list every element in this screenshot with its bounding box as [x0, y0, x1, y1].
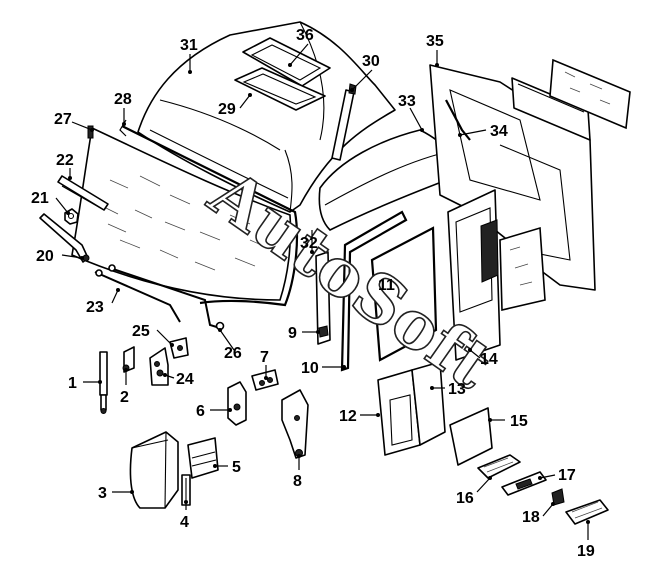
step-tread-lower[interactable]: [565, 499, 609, 525]
step-panel[interactable]: [449, 407, 493, 466]
callout-24[interactable]: 24: [176, 371, 194, 388]
rear-window-glass[interactable]: [549, 58, 631, 130]
callout-31[interactable]: 31: [180, 37, 198, 54]
callout-29[interactable]: 29: [218, 101, 236, 118]
callout-numbers: 1 2 3 4 5 6 7 8 9 10 11 12 13 14 15 16 1…: [31, 27, 595, 560]
door-seal-outer[interactable]: [340, 210, 408, 372]
callout-32[interactable]: 32: [300, 235, 318, 252]
callout-11[interactable]: 11: [378, 277, 395, 294]
callout-20[interactable]: 20: [36, 248, 54, 265]
callout-25[interactable]: 25: [132, 323, 150, 340]
callout-1[interactable]: 1: [68, 375, 77, 392]
callout-4[interactable]: 4: [180, 514, 189, 531]
callout-18[interactable]: 18: [522, 509, 540, 526]
callout-27[interactable]: 27: [54, 111, 72, 128]
roof-panel[interactable]: [137, 21, 396, 213]
door-hinge-upper[interactable]: [251, 369, 279, 391]
step-tread-badge[interactable]: [501, 471, 547, 496]
wiper-linkage[interactable]: [94, 264, 221, 329]
callout-26[interactable]: 26: [224, 345, 242, 362]
rear-window-seal[interactable]: [445, 99, 471, 141]
callout-5[interactable]: 5: [232, 459, 241, 476]
step-cover[interactable]: [129, 431, 179, 509]
callout-28[interactable]: 28: [114, 91, 132, 108]
callout-2[interactable]: 2: [120, 389, 129, 406]
step-hinge-bracket[interactable]: [187, 437, 219, 479]
door-window-glass[interactable]: [499, 226, 546, 312]
callout-3[interactable]: 3: [98, 485, 107, 502]
hinge-bracket[interactable]: [169, 337, 189, 359]
door-hinge-arm[interactable]: [281, 389, 309, 459]
callout-36[interactable]: 36: [296, 27, 314, 44]
callout-34[interactable]: 34: [490, 123, 508, 140]
step-tread-upper[interactable]: [477, 454, 521, 479]
leader-dots: [66, 63, 590, 524]
hinge-plate[interactable]: [149, 347, 169, 386]
callout-12[interactable]: 12: [339, 408, 357, 425]
wiper-blade[interactable]: [57, 175, 109, 211]
callout-13[interactable]: 13: [448, 381, 466, 398]
step-hinge[interactable]: [181, 474, 191, 506]
hinge-pin[interactable]: [122, 346, 135, 373]
cab-door[interactable]: [447, 189, 501, 361]
callout-23[interactable]: 23: [86, 299, 104, 316]
step-frame-right[interactable]: [411, 361, 446, 446]
step-clip[interactable]: [551, 488, 565, 506]
callout-22[interactable]: 22: [56, 152, 74, 169]
callout-10[interactable]: 10: [301, 360, 319, 377]
callout-35[interactable]: 35: [426, 33, 444, 50]
door-seal-inner[interactable]: [370, 226, 438, 362]
roof-hatch[interactable]: [242, 37, 331, 87]
pillar-trim[interactable]: [315, 251, 331, 345]
callout-6[interactable]: 6: [196, 403, 205, 420]
door-hinge-lower[interactable]: [227, 381, 247, 426]
callout-14[interactable]: 14: [480, 351, 498, 368]
callout-19[interactable]: 19: [577, 543, 595, 560]
callout-33[interactable]: 33: [398, 93, 416, 110]
callout-8[interactable]: 8: [293, 473, 302, 490]
door-strut[interactable]: [99, 351, 108, 414]
hatch-seal[interactable]: [234, 67, 326, 111]
callout-16[interactable]: 16: [456, 490, 474, 507]
callout-7[interactable]: 7: [260, 349, 269, 366]
callout-9[interactable]: 9: [288, 325, 297, 342]
callout-30[interactable]: 30: [362, 53, 380, 70]
callout-17[interactable]: 17: [558, 467, 576, 484]
callout-15[interactable]: 15: [510, 413, 528, 430]
callout-21[interactable]: 21: [31, 190, 49, 207]
